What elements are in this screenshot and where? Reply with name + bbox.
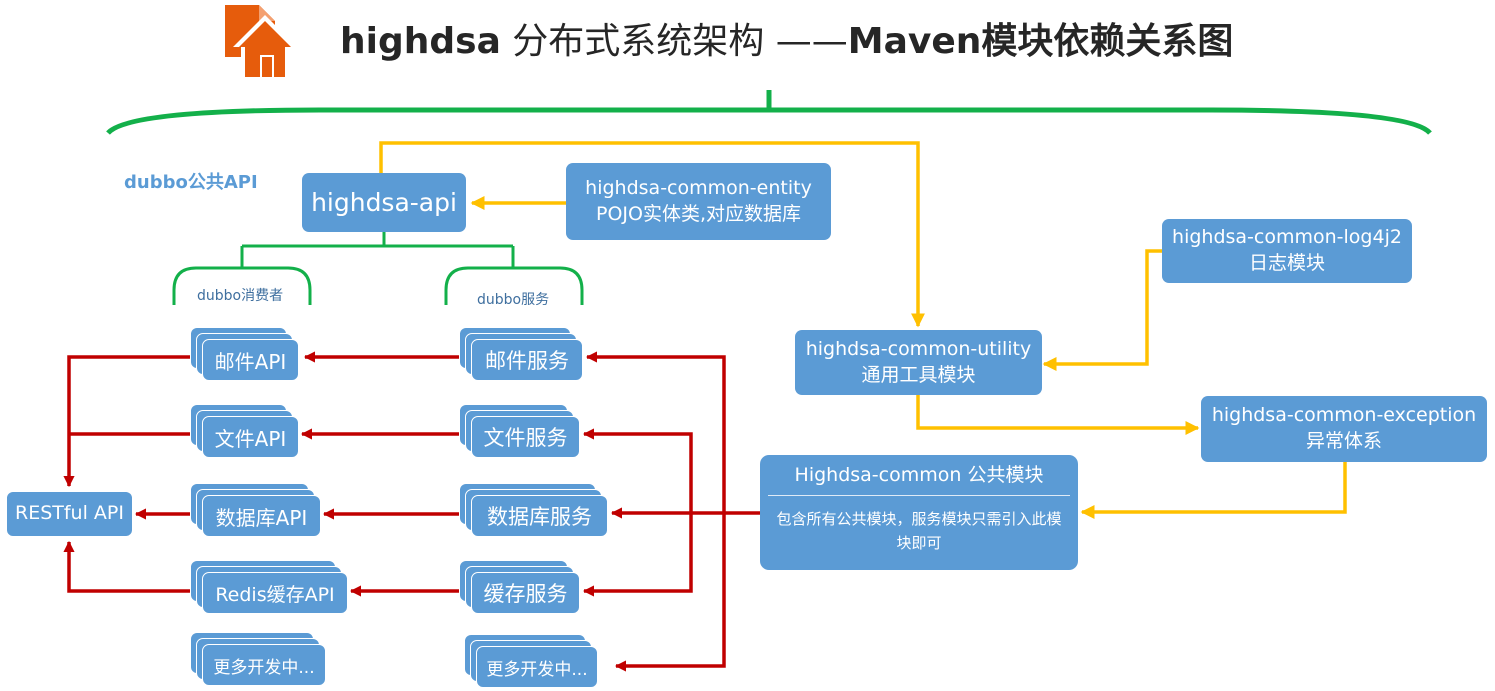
common-entity-title: highdsa-common-entity — [585, 176, 812, 199]
highdsa-api-node: highdsa-api — [302, 173, 466, 232]
mail-api-node: 邮件API — [190, 327, 299, 381]
mail-service-node: 邮件服务 — [459, 327, 583, 381]
common-utility-title: highdsa-common-utility — [805, 337, 1032, 360]
common-utility-node: highdsa-common-utility 通用工具模块 — [795, 330, 1042, 395]
redis-api-label: Redis缓存API — [202, 572, 348, 614]
house-document-icon — [225, 5, 297, 79]
common-entity-node: highdsa-common-entity POJO实体类,对应数据库 — [566, 163, 831, 240]
file-api-label: 文件API — [202, 416, 299, 458]
highdsa-common-header: Highdsa-common 公共模块 — [794, 464, 1044, 486]
common-log4j2-node: highdsa-common-log4j2 日志模块 — [1162, 219, 1412, 283]
title-main: highdsa — [340, 21, 501, 62]
cache-service-node: 缓存服务 — [459, 560, 580, 614]
group-label-dubbo-api: dubbo公共API — [124, 172, 258, 193]
mail-service-label: 邮件服务 — [471, 339, 583, 381]
highdsa-common-description: 包含所有公共模块，服务模块只需引入此模块即可 — [776, 510, 1062, 552]
common-utility-desc: 通用工具模块 — [861, 363, 976, 386]
common-exception-desc: 异常体系 — [1305, 430, 1382, 452]
more-consumers-node: 更多开发中... — [190, 632, 326, 686]
dubbo-service-label: dubbo服务 — [477, 292, 550, 308]
common-exception-title: highdsa-common-exception — [1211, 404, 1477, 427]
common-log4j2-desc: 日志模块 — [1248, 252, 1325, 274]
more-services-node: 更多开发中... — [464, 634, 598, 688]
highdsa-common-divider — [768, 495, 1070, 496]
page-title: highdsa 分布式系统架构 ——Maven模块依赖关系图 — [340, 18, 1300, 66]
restful-api-node: RESTful API — [6, 491, 133, 537]
title-tail: Maven模块依赖关系图 — [847, 21, 1234, 62]
title-middle: 分布式系统架构 —— — [500, 21, 848, 62]
file-service-node: 文件服务 — [459, 404, 580, 458]
database-service-node: 数据库服务 — [459, 483, 608, 537]
api-tree — [172, 232, 584, 305]
file-api-node: 文件API — [190, 404, 299, 458]
restful-api-label: RESTful API — [15, 502, 124, 525]
redis-api-node: Redis缓存API — [190, 560, 348, 614]
cache-service-label: 缓存服务 — [471, 572, 580, 614]
yellow-dependencies — [379, 141, 1347, 519]
highdsa-api-label: highdsa-api — [311, 187, 457, 217]
dubbo-consumer-label: dubbo消费者 — [197, 288, 284, 304]
top-brace — [106, 90, 1432, 135]
more-services-label: 更多开发中... — [476, 646, 598, 688]
common-exception-node: highdsa-common-exception 异常体系 — [1201, 396, 1487, 462]
common-entity-desc: POJO实体类,对应数据库 — [595, 202, 801, 225]
database-api-node: 数据库API — [190, 483, 321, 537]
database-service-label: 数据库服务 — [471, 495, 608, 537]
more-consumers-label: 更多开发中... — [202, 644, 326, 686]
file-service-label: 文件服务 — [471, 416, 580, 458]
common-log4j2-title: highdsa-common-log4j2 — [1172, 226, 1402, 249]
database-api-label: 数据库API — [202, 495, 321, 537]
red-dependencies — [63, 351, 760, 672]
mail-api-label: 邮件API — [202, 339, 299, 381]
highdsa-common-node: Highdsa-common 公共模块 包含所有公共模块，服务模块只需引入此模块… — [760, 455, 1078, 570]
